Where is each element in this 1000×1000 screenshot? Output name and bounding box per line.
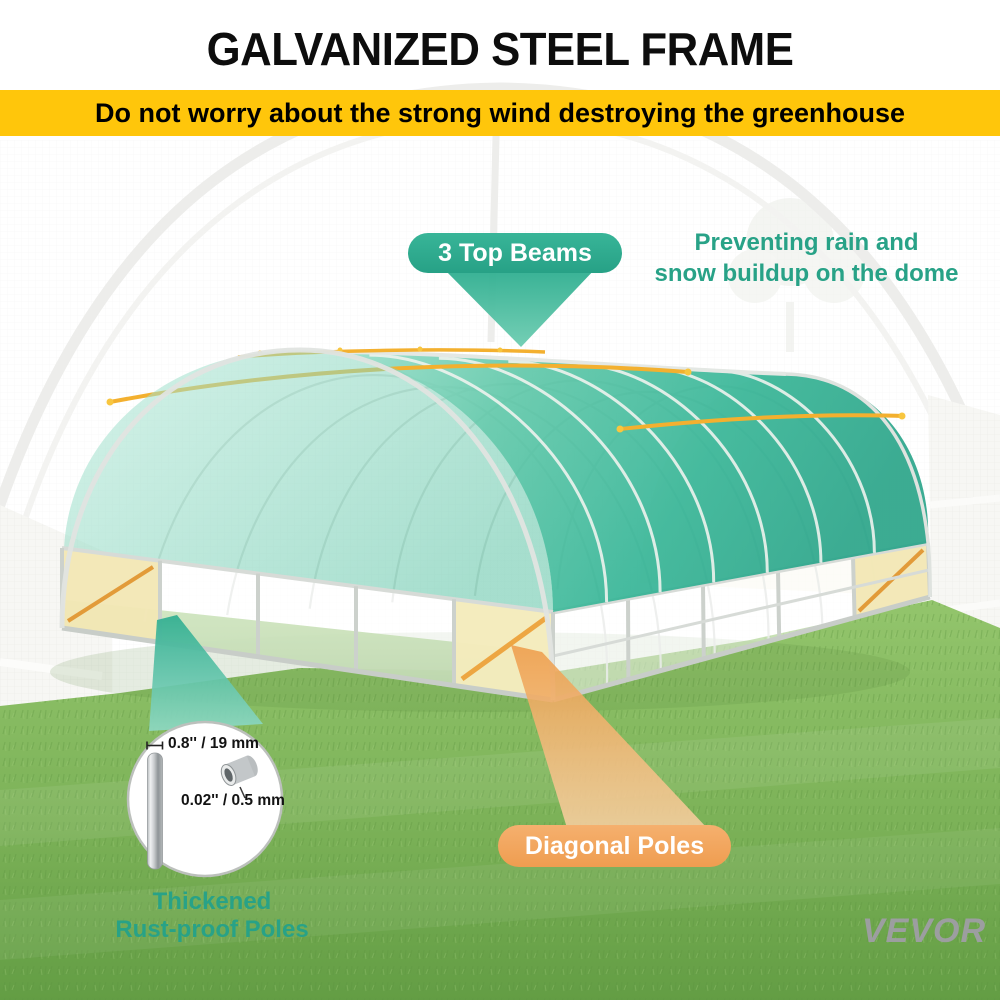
thickened-poles-line1: Thickened [152, 888, 272, 915]
rain-snow-note: Preventing rain and snow buildup on the … [634, 227, 979, 289]
front-face [59, 347, 556, 703]
front-left-diagonal-pole [66, 565, 155, 623]
thickened-poles-line2: Rust-proof Poles [115, 916, 309, 943]
front-cover [64, 350, 553, 612]
pole-detail-inset [126, 720, 284, 878]
side-diagonal-pole [857, 548, 925, 613]
page-title: GALVANIZED STEEL FRAME [206, 23, 794, 75]
rain-snow-note-line1: Preventing rain and [694, 229, 919, 256]
poles-cone [149, 615, 263, 731]
diameter-bracket [146, 741, 164, 750]
outer-arch [0, 82, 1000, 522]
greenhouse [59, 346, 932, 703]
rain-snow-note-line2: snow buildup on the dome [654, 260, 959, 287]
outer-diameter-label: 0.8'' / 19 mm [168, 735, 259, 752]
back-rim [785, 372, 932, 598]
diagonal-poles-cone [511, 645, 707, 828]
tube-cross-section [220, 755, 258, 786]
brand-logo: VEVOR [862, 912, 987, 950]
subtitle-banner: Do not worry about the strong wind destr… [0, 90, 1000, 136]
thickened-poles-note: Thickened Rust-proof Poles [102, 888, 322, 944]
top-beams-badge: 3 Top Beams [408, 233, 622, 273]
front-rim [59, 347, 556, 701]
callout-cones [149, 268, 707, 828]
grass-field [0, 600, 1000, 1000]
top-beams-cone [443, 268, 596, 347]
wall-thickness-label: 0.02'' / 0.5 mm [181, 792, 285, 809]
pole-sample [147, 752, 163, 870]
front-right-diagonal-pole [460, 615, 548, 682]
diagonal-poles-badge: Diagonal Poles [498, 825, 731, 867]
wall-thickness-pointer [239, 786, 246, 799]
